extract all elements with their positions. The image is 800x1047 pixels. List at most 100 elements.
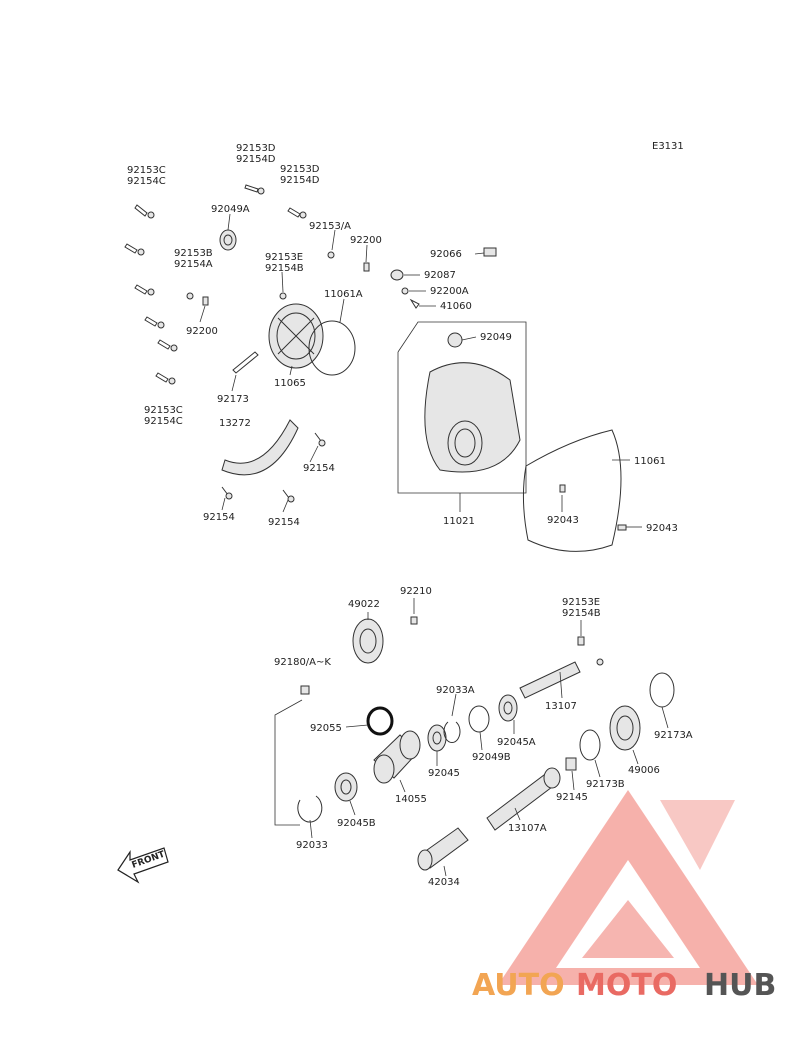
part-label: 92210 xyxy=(400,586,432,597)
part-label: 42034 xyxy=(428,877,460,888)
bearing-icon xyxy=(334,772,358,802)
seal-ring-icon xyxy=(468,705,490,733)
part-label: 11061 xyxy=(634,456,666,467)
part-label: 49022 xyxy=(348,599,380,610)
bolt-icon xyxy=(134,284,155,296)
watermark-auto: AUTO xyxy=(472,968,565,1003)
shaft-icon xyxy=(519,661,581,699)
gasket-icon xyxy=(308,320,356,376)
part-label: 49006 xyxy=(628,765,660,776)
boot-icon xyxy=(609,705,641,751)
part-label: 92200 xyxy=(350,235,382,246)
dowel-icon xyxy=(559,484,566,493)
part-label: 92045B xyxy=(337,818,376,829)
watermark-logo xyxy=(498,790,758,985)
part-label: 92173 xyxy=(217,394,249,405)
bolt-icon xyxy=(157,339,178,352)
part-label: 14055 xyxy=(395,794,427,805)
part-label: 11021 xyxy=(443,516,475,527)
bolt-icon xyxy=(287,207,307,219)
bolt-icon xyxy=(244,184,265,195)
watermark-text: AUTO MOTO HUB xyxy=(472,968,776,1003)
part-label: 92200 xyxy=(186,326,218,337)
bolt-icon xyxy=(155,372,176,385)
part-label: 92173B xyxy=(586,779,625,790)
part-label: 92045 xyxy=(428,768,460,779)
pin-icon xyxy=(363,262,370,272)
part-label: 92154 xyxy=(268,517,300,528)
dowel-icon xyxy=(617,524,627,531)
lower-parts xyxy=(274,616,675,871)
crankcase-cover-group xyxy=(397,321,527,494)
plate-icon xyxy=(221,419,299,476)
bolt-icon xyxy=(577,636,585,646)
upper-parts xyxy=(124,184,627,552)
bolt-icon xyxy=(144,316,165,329)
diagram-code: E3131 xyxy=(652,141,684,152)
spring-icon xyxy=(565,757,577,771)
pin-icon xyxy=(202,296,209,306)
washer-icon xyxy=(327,251,335,259)
gasket-icon xyxy=(522,429,622,552)
gear-icon xyxy=(352,618,384,664)
clamp-icon xyxy=(232,351,259,374)
part-label: 92043 xyxy=(646,523,678,534)
part-label: 92087 xyxy=(424,270,456,281)
part-label: 92200A xyxy=(430,286,469,297)
lever-icon xyxy=(409,298,420,309)
front-arrow-icon: FRONT xyxy=(117,847,169,884)
part-label: 11065 xyxy=(274,378,306,389)
watermark-hub: HUB xyxy=(704,968,776,1003)
part-label: 92043 xyxy=(547,515,579,526)
bolt-icon xyxy=(124,243,145,256)
circlip-icon xyxy=(297,795,323,823)
part-label: 41060 xyxy=(440,301,472,312)
leader-lines xyxy=(199,213,669,877)
crankcase-cover-icon xyxy=(424,362,521,473)
circlip-icon xyxy=(443,721,461,743)
washer-icon xyxy=(279,292,287,300)
part-label: 92049B xyxy=(472,752,511,763)
label-line: 92153C xyxy=(127,165,166,176)
shim-icon xyxy=(300,685,310,695)
bearing-icon xyxy=(498,694,518,722)
part-label: 13107A xyxy=(508,823,547,834)
part-label: 11061A xyxy=(324,289,363,300)
part-label: 92154 xyxy=(303,463,335,474)
part-label: 92145 xyxy=(556,792,588,803)
o-ring-icon xyxy=(366,706,394,736)
watermark-moto: MOTO xyxy=(576,968,677,1003)
seal-icon xyxy=(219,229,237,251)
part-label: 92153/A xyxy=(309,221,351,232)
part-label: 92066 xyxy=(430,249,462,260)
washer-icon xyxy=(596,658,604,666)
bolt-icon xyxy=(282,489,295,503)
part-label: 92173A xyxy=(654,730,693,741)
cover-icon xyxy=(268,303,324,369)
nut-icon xyxy=(410,616,418,625)
washer-icon xyxy=(186,292,194,300)
seal-icon xyxy=(447,332,463,348)
cap-icon xyxy=(483,247,497,257)
part-label: 92045A xyxy=(497,737,536,748)
plug-icon xyxy=(390,269,404,281)
bearing-icon xyxy=(427,724,447,752)
part-label: 92180/A~K xyxy=(274,657,331,668)
part-label: 92055 xyxy=(310,723,342,734)
part-label: 92049 xyxy=(480,332,512,343)
clamp-icon xyxy=(579,729,601,761)
joint-icon xyxy=(417,827,469,871)
part-label: 13272 xyxy=(219,418,251,429)
part-label: 13107 xyxy=(545,701,577,712)
bolt-icon xyxy=(221,486,233,500)
part-label: 92033 xyxy=(296,840,328,851)
